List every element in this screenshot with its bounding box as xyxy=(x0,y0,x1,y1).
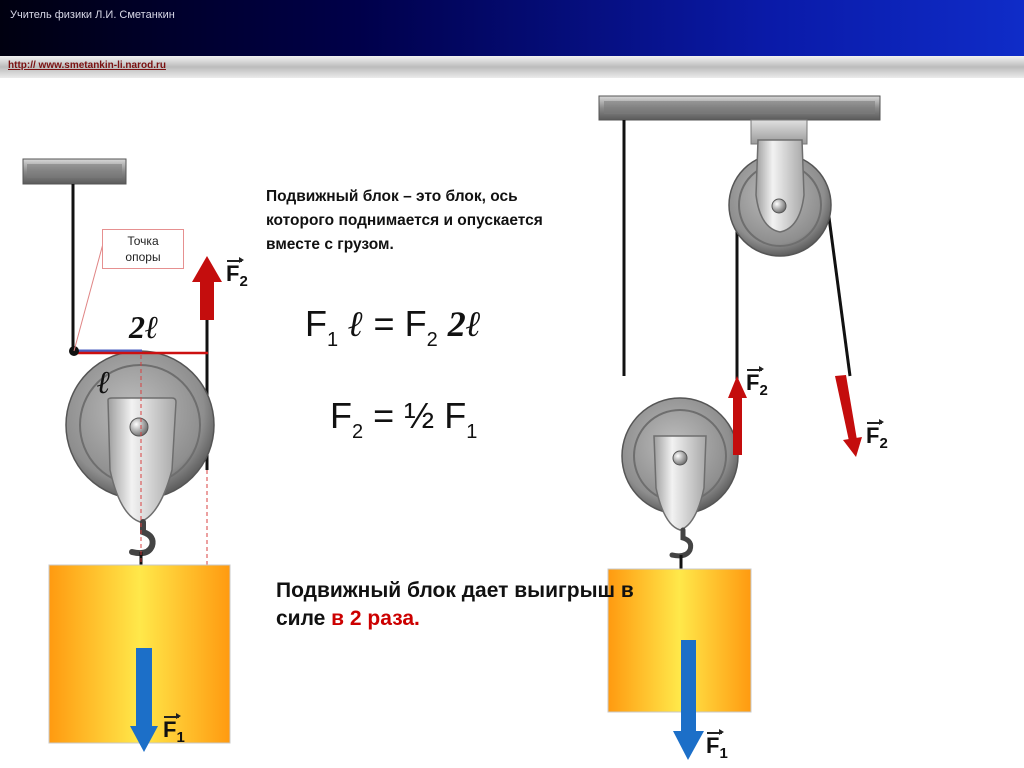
right-load xyxy=(607,568,752,713)
formula-moment: F1 ℓ = F2 2ℓ xyxy=(305,303,482,351)
callout-leader xyxy=(73,239,105,352)
left-f1-arrow xyxy=(130,648,158,752)
label-right-f2-down: F2 xyxy=(866,419,888,452)
right-f1-arrow xyxy=(673,640,704,760)
formula2-f1-sub: 1 xyxy=(466,421,478,443)
right-rope-free xyxy=(826,209,852,377)
formula2-f2-sub: 2 xyxy=(352,421,364,443)
support-point-callout: Точка опоры xyxy=(102,229,184,269)
label-right-f2-down-letter: F xyxy=(866,419,886,448)
label-left-f2-sub: 2 xyxy=(239,273,248,290)
label-right-f1-letter: F xyxy=(706,729,726,758)
label-left-f2-letter: F xyxy=(226,257,246,286)
url-bar: http:// www.smetankin-li.narod.ru xyxy=(0,56,1024,78)
label-left-f1-sub: 1 xyxy=(176,729,185,746)
fixed-pulley-cheek xyxy=(755,139,805,233)
fixed-pulley-axle xyxy=(771,198,787,214)
right-movable-pulley-axle xyxy=(672,450,688,466)
label-right-f2-down-sub: 2 xyxy=(879,435,888,452)
label-right-f2-up-sub: 2 xyxy=(759,382,768,399)
conclusion-text: Подвижный блок дает выигрыш в силе в 2 р… xyxy=(276,577,636,633)
formula1-l: ℓ xyxy=(348,304,364,344)
left-ceiling-mount xyxy=(22,158,127,185)
callout-line2: опоры xyxy=(125,250,161,264)
formula1-f1: F xyxy=(305,303,327,344)
label-right-f2-up-letter: F xyxy=(746,366,766,395)
conclusion-part1: Подвижный блок дает выигрыш в силе xyxy=(276,579,634,630)
header-bar: Учитель физики Л.И. Сметанкин xyxy=(0,0,1024,56)
label-left-f2: F2 xyxy=(226,257,248,290)
right-pulley-hook xyxy=(669,527,694,559)
formula1-2l: 2ℓ xyxy=(447,304,482,344)
header-title: Учитель физики Л.И. Сметанкин xyxy=(10,9,175,21)
formula-half: F2 = ½ F1 xyxy=(330,395,477,443)
formula1-eq: = xyxy=(373,303,395,344)
label-right-f1: F1 xyxy=(706,729,728,762)
formula2-rhs: = ½ F xyxy=(373,395,467,436)
site-link[interactable]: http:// www.smetankin-li.narod.ru xyxy=(8,60,166,71)
left-pulley-cheek xyxy=(107,397,177,523)
label-l: ℓ xyxy=(97,364,111,400)
conclusion-emphasis: в 2 раза. xyxy=(331,607,420,630)
right-ceiling-beam xyxy=(598,95,881,121)
left-pulley-axle xyxy=(129,417,149,437)
right-f2-up-arrow xyxy=(728,376,747,455)
label-right-f2-up: F2 xyxy=(746,366,768,399)
label-left-f1: F1 xyxy=(163,713,185,746)
formula2-f2: F xyxy=(330,395,352,436)
label-right-f1-sub: 1 xyxy=(719,745,728,762)
definition-text: Подвижный блок – это блок, ось которого … xyxy=(266,188,543,253)
formula1-f2: F xyxy=(404,303,427,344)
left-pulley-hook xyxy=(129,519,156,557)
formula1-f1-sub: 1 xyxy=(327,329,339,351)
callout-line1: Точка xyxy=(127,234,159,248)
formula1-f2-sub: 2 xyxy=(426,329,438,351)
label-left-f1-letter: F xyxy=(163,713,183,742)
right-f2-down-arrow xyxy=(835,375,862,457)
left-f2-arrow xyxy=(192,256,222,320)
label-2l: 2ℓ xyxy=(129,309,159,345)
right-movable-pulley-cheek xyxy=(653,435,707,531)
